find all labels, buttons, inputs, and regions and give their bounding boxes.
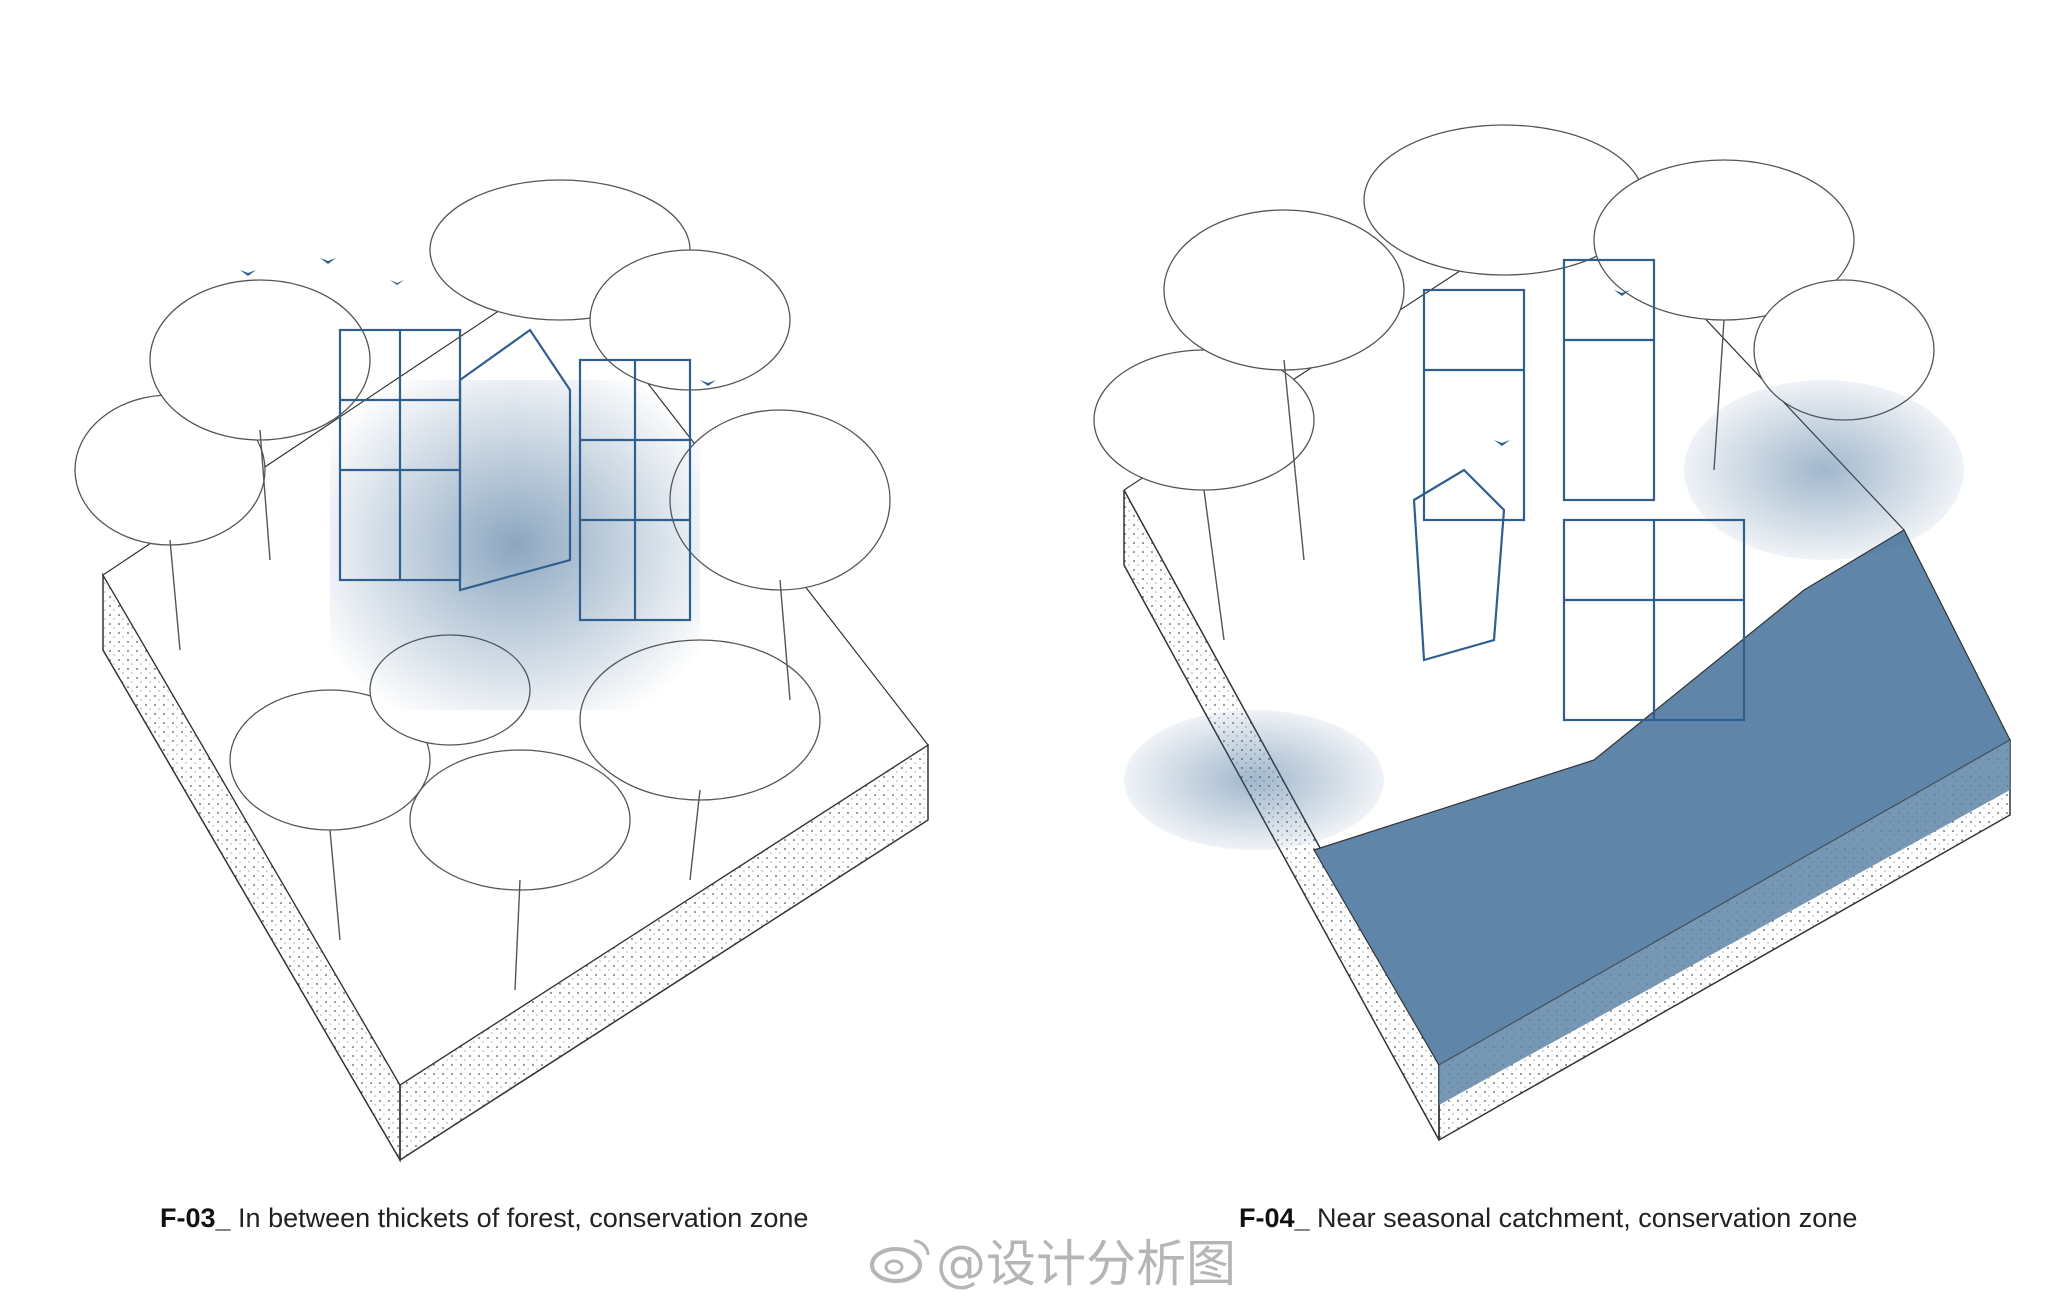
figure-caption-text: In between thickets of forest, conservat… — [230, 1203, 809, 1233]
figure-f03: F-03_ In between thickets of forest, con… — [74, 179, 929, 1234]
pavilion-structures — [338, 328, 692, 622]
pavilion-structures — [1412, 258, 1746, 722]
bird-icons — [1494, 290, 1630, 446]
blue-vegetation — [1124, 710, 1384, 850]
figure-code: F-04_ — [1239, 1203, 1310, 1233]
tree-canopies — [1093, 124, 1935, 491]
watermark-text: @设计分析图 — [936, 1235, 1236, 1293]
watermark: @设计分析图 — [868, 1230, 1236, 1293]
figure-code: F-03_ — [160, 1203, 231, 1233]
tree-trunks — [169, 429, 791, 991]
figure-caption-f04: F-04_ Near seasonal catchment, conservat… — [1239, 1203, 1857, 1234]
water-side — [1439, 740, 2010, 1105]
figure-f04: F-04_ Near seasonal catchment, conservat… — [1024, 0, 2048, 1303]
blue-vegetation — [1684, 380, 1964, 560]
bird-icons — [240, 258, 716, 386]
isometric-catchment-drawing — [1093, 124, 2011, 1142]
weibo-icon — [870, 1239, 930, 1283]
blue-mist — [330, 380, 700, 710]
isometric-forest-drawing — [74, 179, 929, 1163]
figure-caption-f03: F-03_ In between thickets of forest, con… — [160, 1203, 808, 1234]
figure-caption-text: Near seasonal catchment, conservation zo… — [1309, 1203, 1858, 1233]
